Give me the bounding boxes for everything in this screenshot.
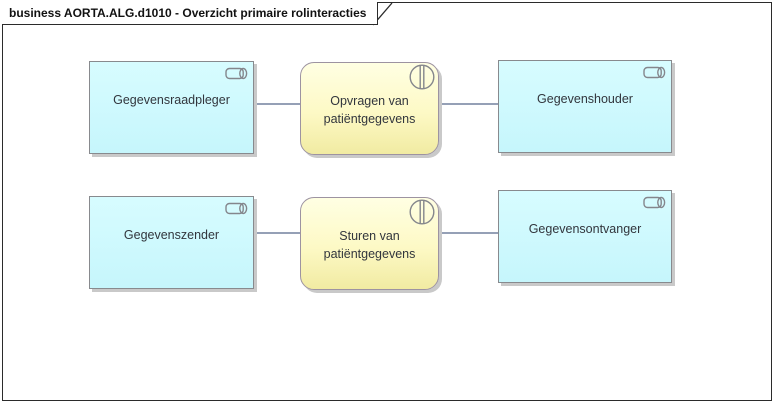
business-interaction-icon xyxy=(409,199,435,225)
business-interaction-icon xyxy=(409,64,435,90)
node-gegevenshouder[interactable]: Gegevenshouder xyxy=(498,60,672,153)
node-label: Gegevensontvanger xyxy=(528,222,642,236)
node-label: Gegevenshouder xyxy=(537,92,633,106)
diagram-title-tab: business AORTA.ALG.d1010 - Overzicht pri… xyxy=(2,2,378,25)
diagram-title: business AORTA.ALG.d1010 - Overzicht pri… xyxy=(9,6,367,20)
business-role-icon xyxy=(225,67,248,80)
node-opvragen-van-patientgegevens[interactable]: Opvragen van patiëntgegevens xyxy=(300,62,439,155)
diagram-frame xyxy=(2,2,772,401)
business-role-icon xyxy=(225,202,248,215)
node-label: Gegevensraadpleger xyxy=(113,93,230,107)
node-gegevenszender[interactable]: Gegevenszender xyxy=(89,196,254,289)
business-role-icon xyxy=(643,66,666,79)
node-gegevensraadpleger[interactable]: Gegevensraadpleger xyxy=(89,61,254,154)
node-gegevensontvanger[interactable]: Gegevensontvanger xyxy=(498,190,672,283)
node-sturen-van-patientgegevens[interactable]: Sturen van patiëntgegevens xyxy=(300,197,439,290)
node-label: Gegevenszender xyxy=(123,228,220,242)
node-label: Sturen van patiëntgegevens xyxy=(323,229,416,261)
node-label: Opvragen van patiëntgegevens xyxy=(323,94,416,126)
business-role-icon xyxy=(643,196,666,209)
